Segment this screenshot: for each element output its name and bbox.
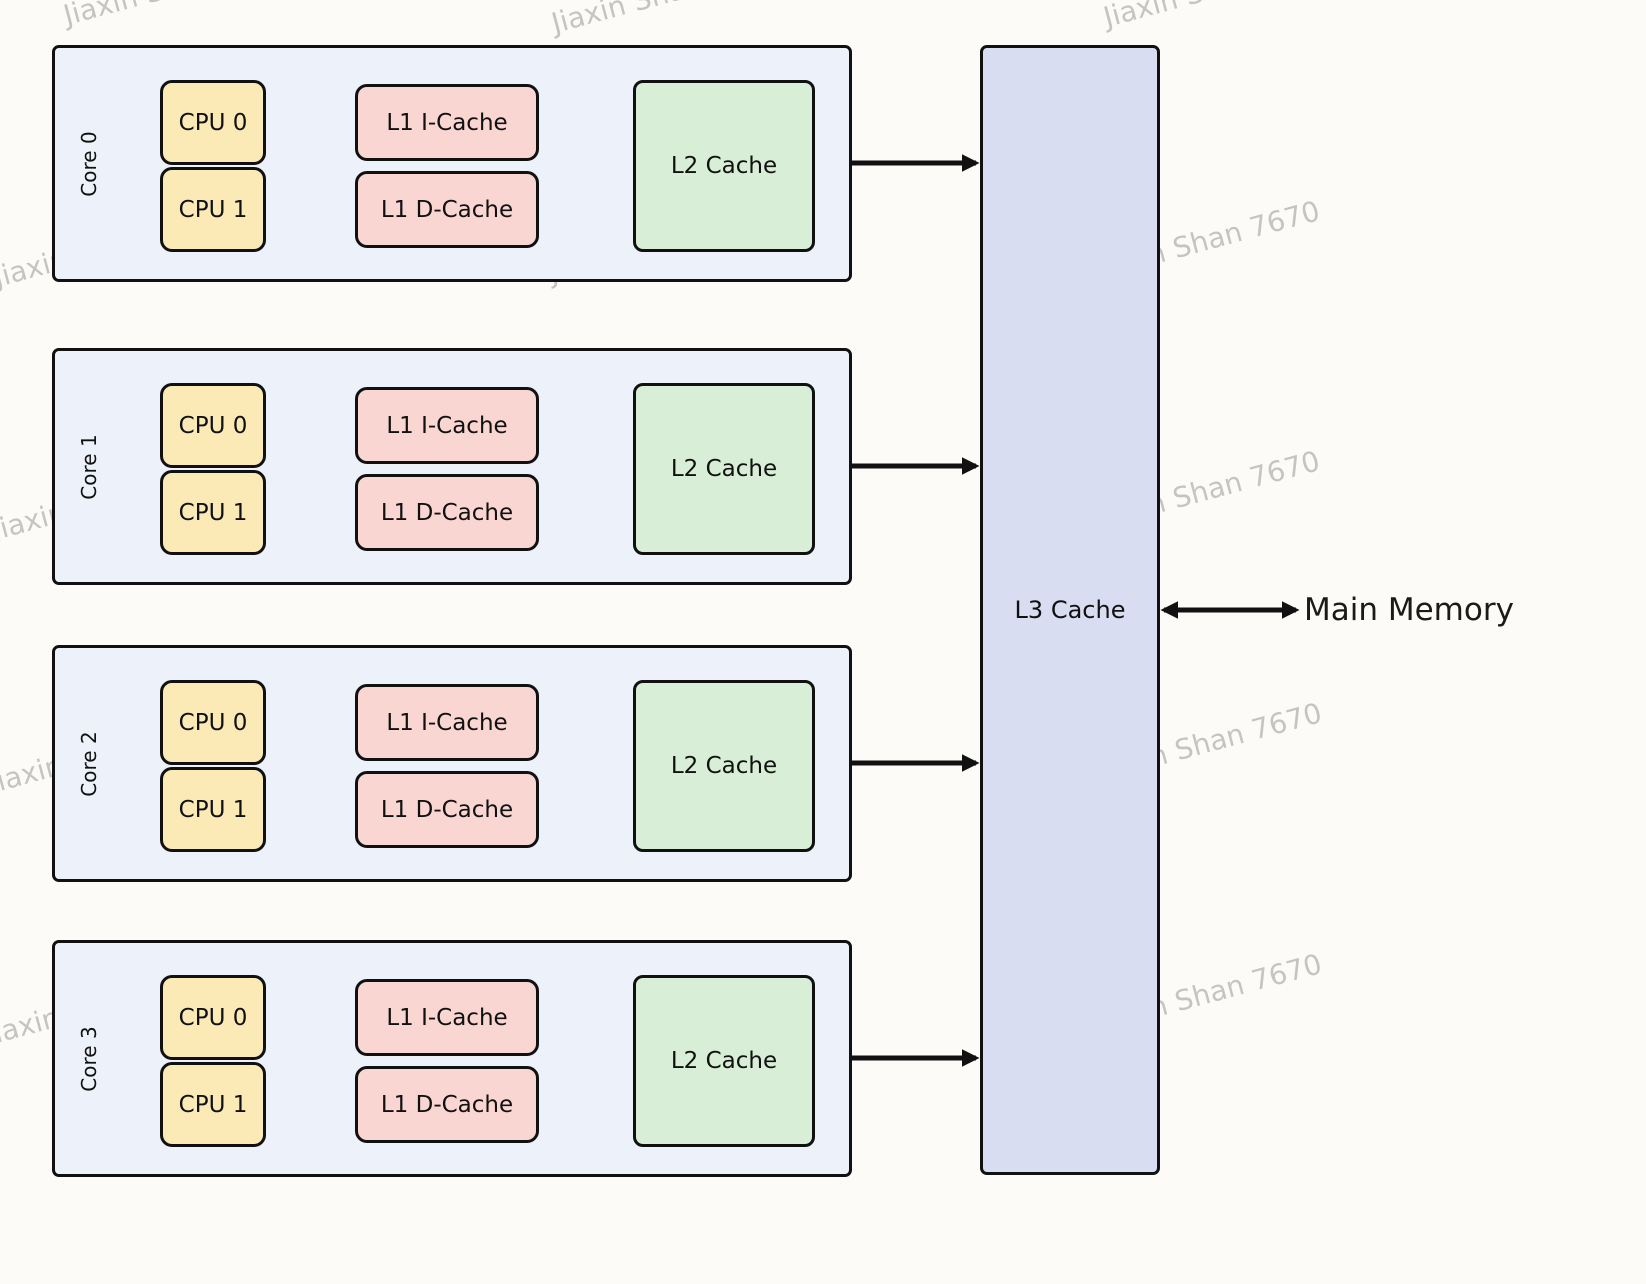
core-0-l1-dcache-box: L1 D-Cache	[355, 171, 539, 248]
core-1-l1-dcache-box: L1 D-Cache	[355, 474, 539, 551]
core-2-cpu-0-box: CPU 0	[160, 680, 266, 765]
core-3-cpu-1-box: CPU 1	[160, 1062, 266, 1147]
core-0-l2-cache-box: L2 Cache	[633, 80, 815, 252]
core-1-cpu-0-box: CPU 0	[160, 383, 266, 468]
core-2-label: Core 2	[77, 730, 101, 797]
core-1-container: Core 1 CPU 0 CPU 1 L1 I-Cache L1 D-Cache…	[52, 348, 852, 585]
core-2-l1-icache-box: L1 I-Cache	[355, 684, 539, 761]
core-1-l1-icache-box: L1 I-Cache	[355, 387, 539, 464]
core-1-cpu-1-box: CPU 1	[160, 470, 266, 555]
core-3-cpu-0-box: CPU 0	[160, 975, 266, 1060]
core-1-l2-cache-box: L2 Cache	[633, 383, 815, 555]
core-3-l1-dcache-box: L1 D-Cache	[355, 1066, 539, 1143]
core-2-l1-dcache-box: L1 D-Cache	[355, 771, 539, 848]
core-2-container: Core 2 CPU 0 CPU 1 L1 I-Cache L1 D-Cache…	[52, 645, 852, 882]
main-memory-label: Main Memory	[1304, 592, 1514, 628]
core-0-label: Core 0	[77, 130, 101, 197]
core-3-label: Core 3	[77, 1025, 101, 1092]
l3-cache-box: L3 Cache	[980, 45, 1160, 1175]
core-1-label: Core 1	[77, 433, 101, 500]
core-0-cpu-1-box: CPU 1	[160, 167, 266, 252]
core-3-l1-icache-box: L1 I-Cache	[355, 979, 539, 1056]
core-2-l2-cache-box: L2 Cache	[633, 680, 815, 852]
core-2-cpu-1-box: CPU 1	[160, 767, 266, 852]
core-0-container: Core 0 CPU 0 CPU 1 L1 I-Cache L1 D-Cache…	[52, 45, 852, 282]
core-0-l1-icache-box: L1 I-Cache	[355, 84, 539, 161]
core-3-l2-cache-box: L2 Cache	[633, 975, 815, 1147]
core-0-cpu-0-box: CPU 0	[160, 80, 266, 165]
core-3-container: Core 3 CPU 0 CPU 1 L1 I-Cache L1 D-Cache…	[52, 940, 852, 1177]
